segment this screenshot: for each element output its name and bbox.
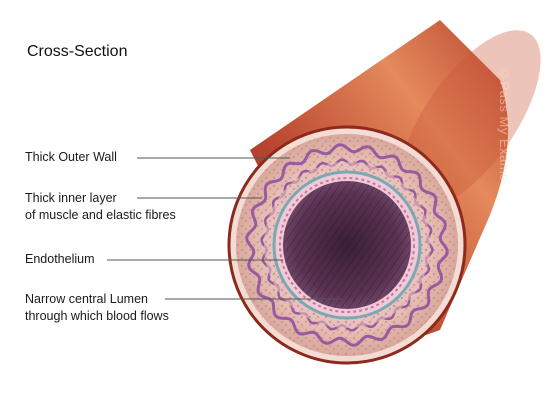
label-lumen: Narrow central Lumen through which blood… [25, 291, 169, 325]
lumen [283, 181, 411, 309]
label-muscle-layer: Thick inner layer of muscle and elastic … [25, 190, 176, 224]
label-endothelium-text: Endothelium [25, 252, 95, 266]
label-lumen-line2: through which blood flows [25, 309, 169, 323]
watermark: ©Pass My Exams [497, 66, 512, 182]
label-muscle-line2: of muscle and elastic fibres [25, 208, 176, 222]
leader-lines [107, 157, 342, 300]
label-muscle-line1: Thick inner layer [25, 191, 117, 205]
label-lumen-line1: Narrow central Lumen [25, 292, 148, 306]
label-endothelium: Endothelium [25, 251, 95, 268]
label-outer-wall: Thick Outer Wall [25, 149, 117, 166]
diagram-title: Cross-Section [27, 43, 128, 60]
label-outer-wall-text: Thick Outer Wall [25, 150, 117, 164]
